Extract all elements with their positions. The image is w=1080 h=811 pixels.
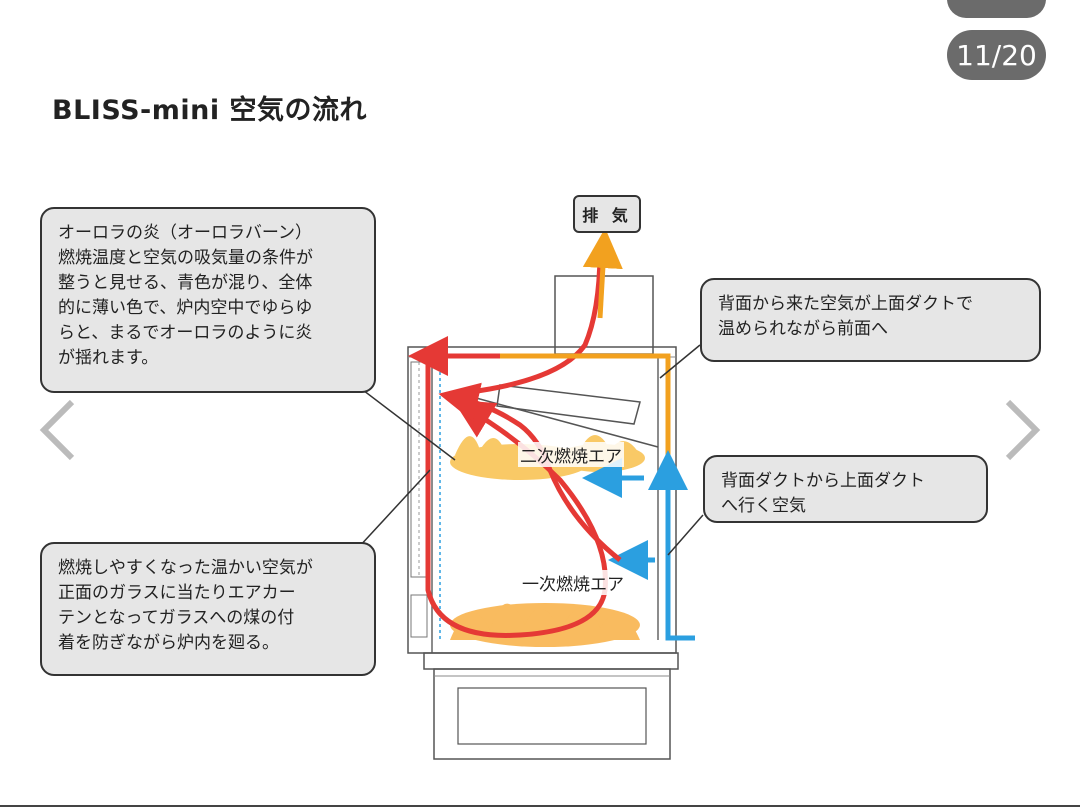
page-counter: 11/20 [947,30,1046,80]
callout-top-duct: 背面から来た空気が上面ダクトで 温められながら前面へ [700,278,1041,362]
divider [0,805,1080,807]
leader-rear-duct [667,514,704,556]
exhaust-label: 排 気 [573,195,641,233]
chevron-right-icon[interactable] [1002,398,1042,462]
exhaust-flow [469,249,603,395]
page-title: BLISS-mini 空気の流れ [52,95,367,126]
chevron-left-icon[interactable] [38,398,78,462]
leader-top-duct [659,344,701,379]
rear-duct-flow [648,450,695,641]
callout-air-curtain: 燃焼しやすくなった温かい空気が 正面のガラスに当たりエアカー テンとなってガラス… [40,542,376,676]
flame-lower [450,603,640,647]
stove-base [423,652,679,670]
leader-air-curtain [357,469,431,549]
ash-drawer [433,668,671,760]
top-pill [947,0,1046,18]
baffle-plate [496,384,641,425]
primary-air-label: 一次燃焼エア [520,570,626,595]
top-duct-flow [408,336,671,480]
secondary-air-label: 二次燃焼エア [518,442,624,467]
callout-rear-duct: 背面ダクトから上面ダクト へ行く空気 [703,455,988,523]
callout-aurora: オーロラの炎（オーロラバーン） 燃焼温度と空気の吸気量の条件が 整うと見せる、青… [40,207,376,393]
